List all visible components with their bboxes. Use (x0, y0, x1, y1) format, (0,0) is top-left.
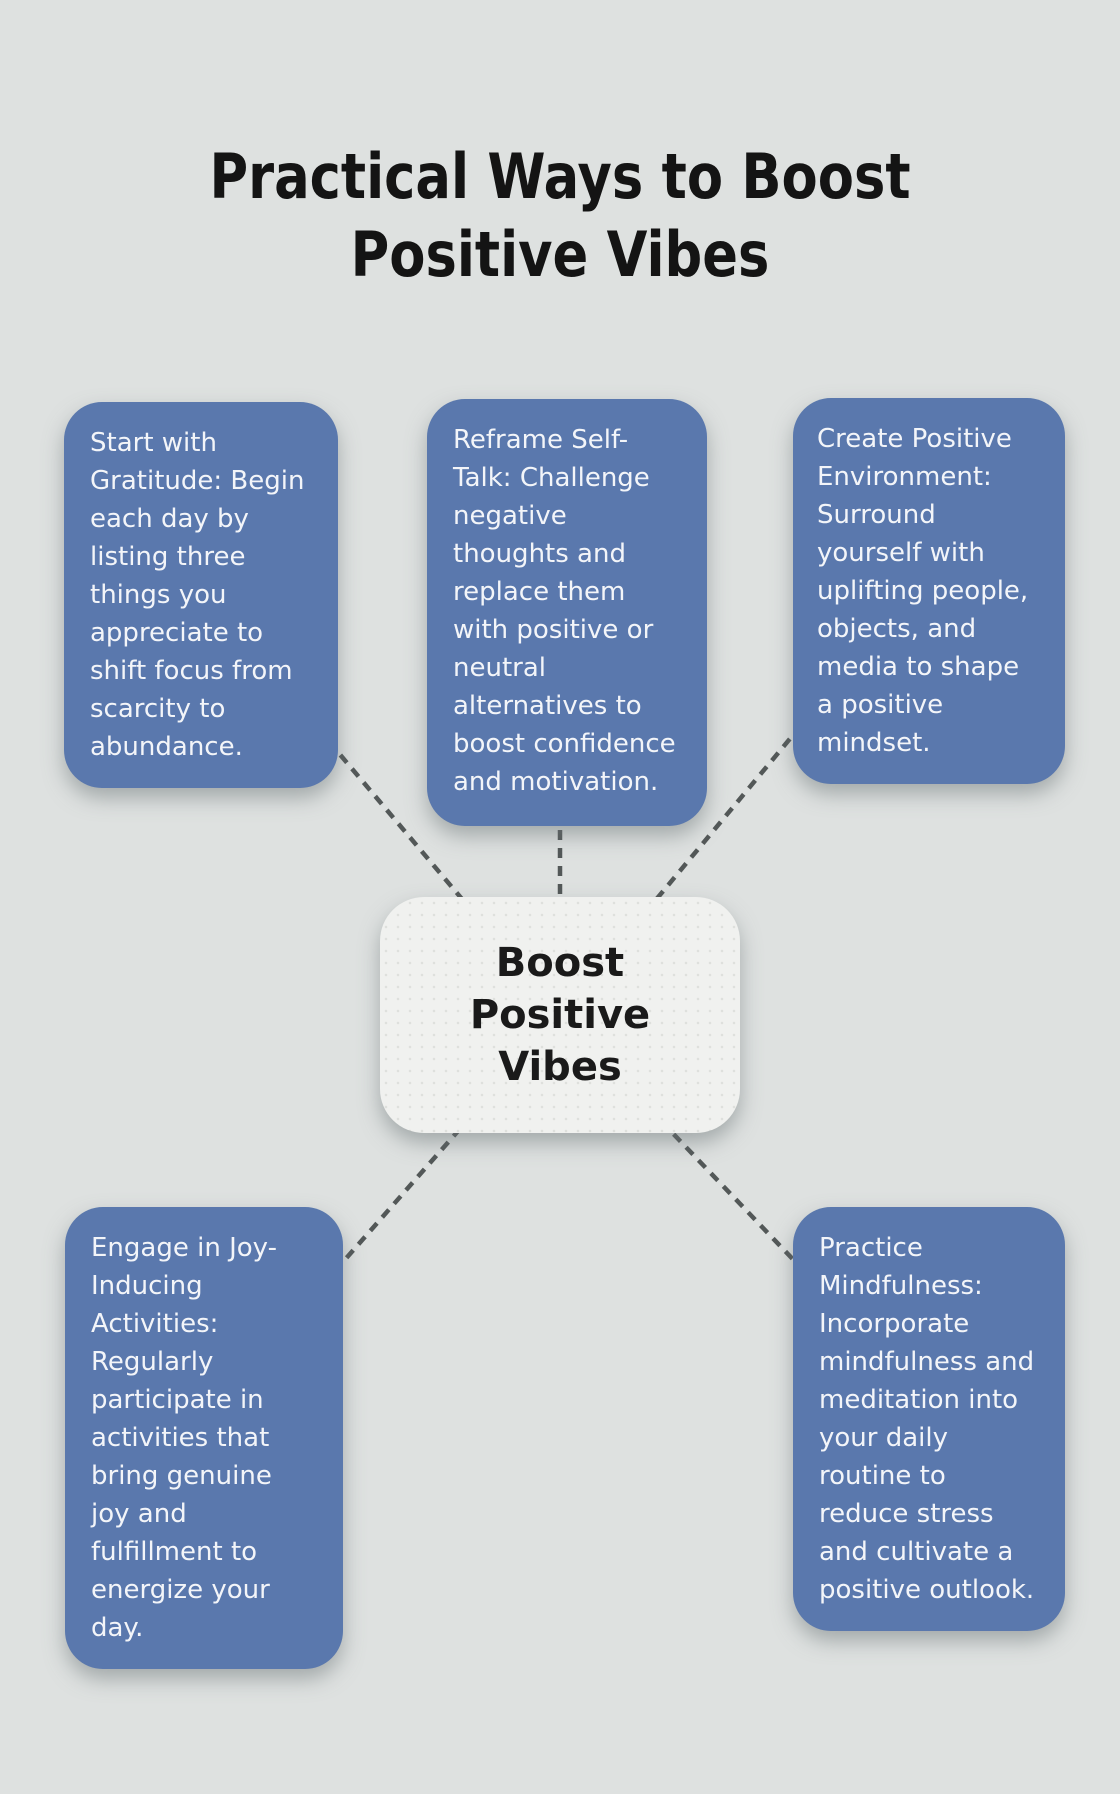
node-gratitude: Start with Gratitude: Begin each day by … (64, 402, 338, 788)
node-self-talk-text: Reframe Self-Talk: Challenge negative th… (453, 425, 676, 797)
center-node-label: Boost Positive Vibes (469, 940, 651, 1090)
node-environment-text: Create Positive Environment: Surround yo… (817, 424, 1029, 758)
center-node: Boost Positive Vibes (380, 897, 740, 1133)
node-mindfulness: Practice Mindfulness: Incorporate mindfu… (793, 1207, 1065, 1631)
node-mindfulness-text: Practice Mindfulness: Incorporate mindfu… (819, 1233, 1035, 1605)
node-gratitude-text: Start with Gratitude: Begin each day by … (90, 428, 305, 762)
node-self-talk: Reframe Self-Talk: Challenge negative th… (427, 399, 707, 826)
page-title: Practical Ways to Boost Positive Vibes (209, 139, 911, 291)
node-activities-text: Engage in Joy-Inducing Activities: Regul… (91, 1233, 277, 1643)
node-activities: Engage in Joy-Inducing Activities: Regul… (65, 1207, 343, 1669)
node-environment: Create Positive Environment: Surround yo… (793, 398, 1065, 784)
